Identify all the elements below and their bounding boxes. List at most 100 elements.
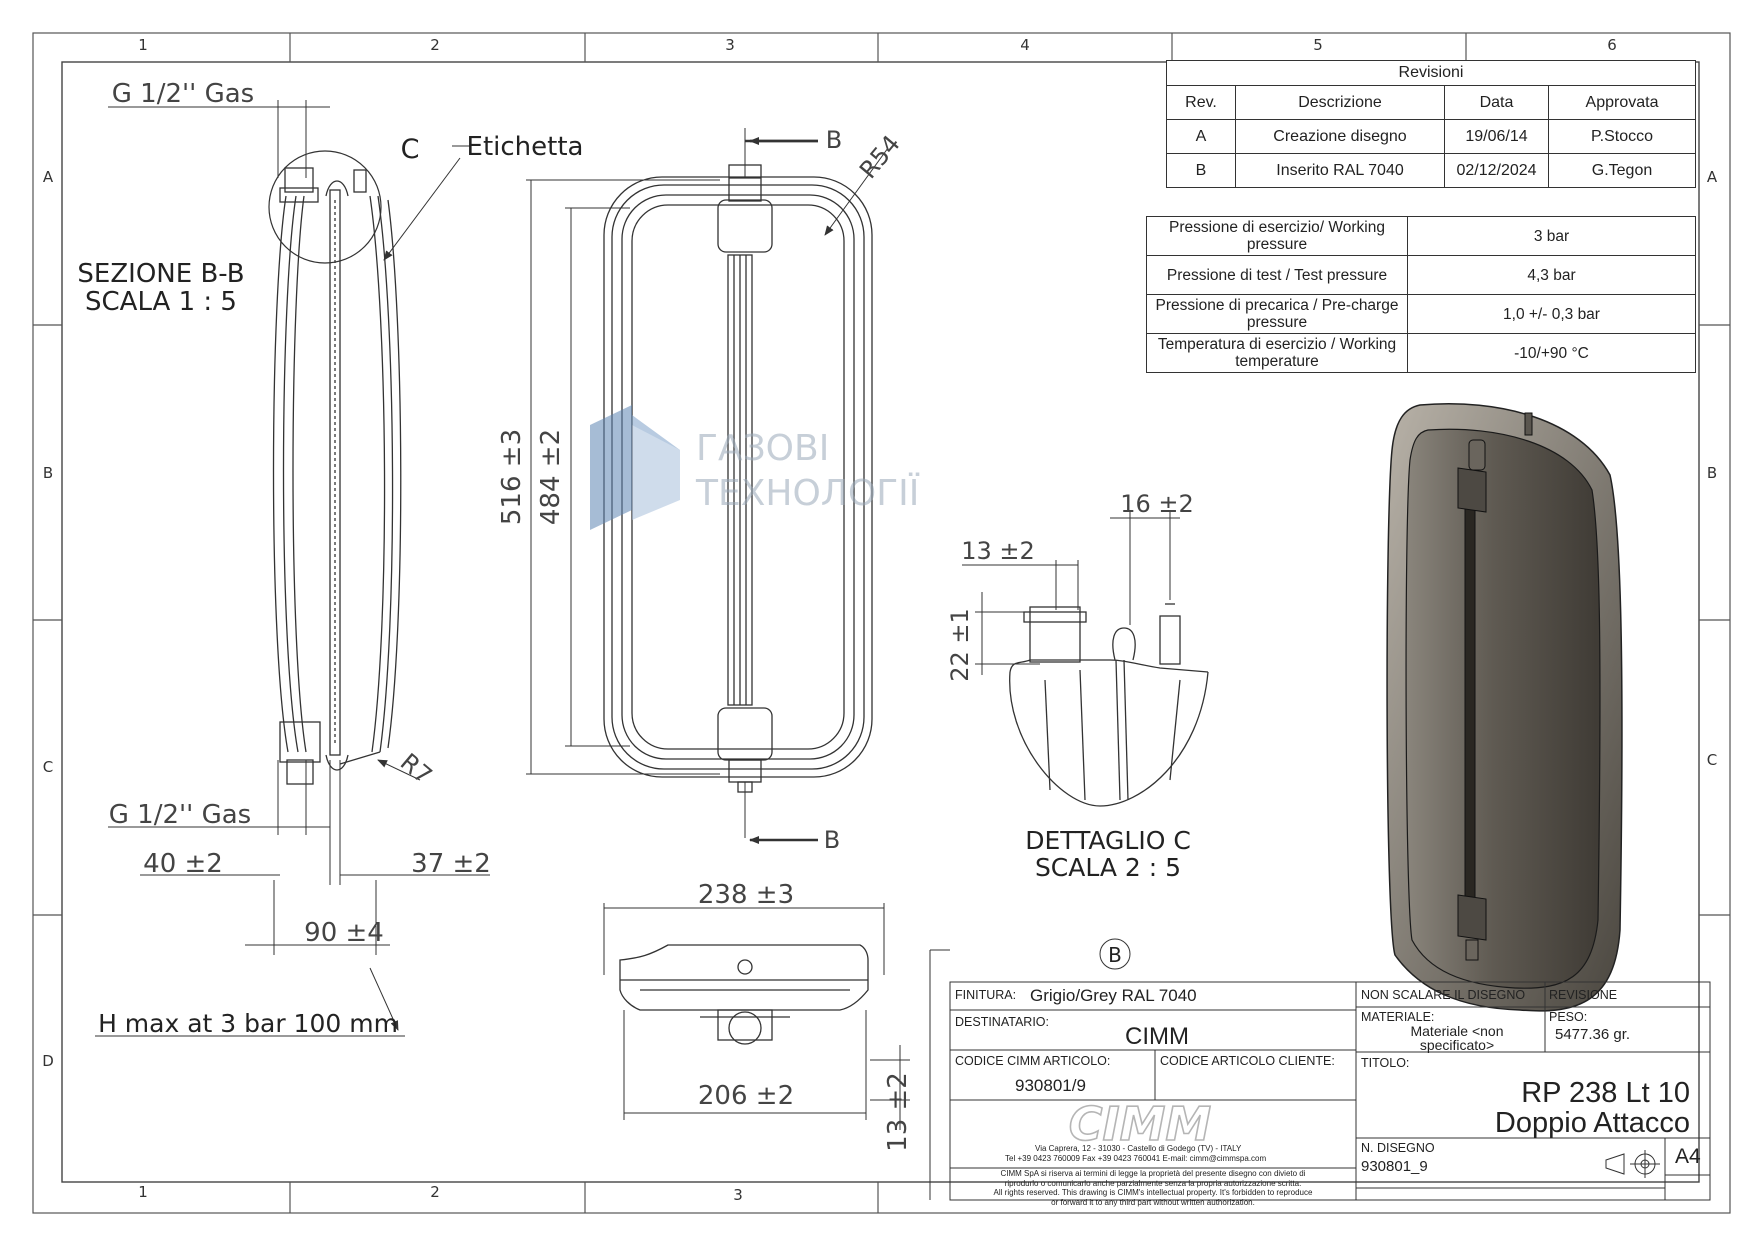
table-row: A Creazione disegno 19/06/14 P.Stocco bbox=[1166, 119, 1696, 154]
grid-row-d: D bbox=[42, 1052, 54, 1070]
codice-cimm-value: 930801/9 bbox=[1015, 1076, 1086, 1095]
section-mark-bottom: B bbox=[824, 826, 840, 854]
rev-cell: 02/12/2024 bbox=[1444, 153, 1549, 188]
grid-row-b-right: B bbox=[1707, 464, 1717, 482]
legal-line3: All rights reserved. This drawing is CIM… bbox=[993, 1188, 1313, 1197]
titolo-line2: Doppio Attacco bbox=[1494, 1107, 1690, 1139]
rev-cell: G.Tegon bbox=[1548, 153, 1696, 188]
address-line2: Tel +39 0423 760009 Fax +39 0423 760041 … bbox=[1005, 1154, 1267, 1163]
revision-circle-label: B bbox=[1108, 943, 1122, 967]
table-row: Pressione di precarica / Pre-charge pres… bbox=[1146, 294, 1696, 334]
section-view bbox=[268, 150, 402, 785]
grid-col-2: 2 bbox=[430, 36, 440, 54]
materiale-label: MATERIALE: bbox=[1361, 1010, 1435, 1024]
etichetta-label: Etichetta bbox=[467, 132, 584, 162]
width-238-label: 238 ±3 bbox=[698, 880, 794, 910]
rev-cell: Inserito RAL 7040 bbox=[1235, 153, 1445, 188]
peso-value: 5477.36 gr. bbox=[1555, 1026, 1631, 1043]
grid-col-3: 3 bbox=[725, 36, 735, 54]
rev-cell: Creazione disegno bbox=[1235, 119, 1445, 154]
grid-col-1: 1 bbox=[138, 36, 148, 54]
dim-40-label: 40 ±2 bbox=[143, 849, 223, 879]
specs-table: Pressione di esercizio/ Working pressure… bbox=[1146, 216, 1696, 373]
non-scalare-label: NON SCALARE IL DISEGNO bbox=[1361, 988, 1526, 1002]
rev-header-approvata: Approvata bbox=[1548, 85, 1696, 120]
grid-row-c-right: C bbox=[1707, 751, 1717, 769]
dim-90-label: 90 ±4 bbox=[304, 918, 384, 948]
section-scale: SCALA 1 : 5 bbox=[85, 287, 237, 317]
title-block-frame bbox=[929, 938, 1711, 1201]
grid-col-1-bottom: 1 bbox=[138, 1183, 148, 1201]
destinatario-label: DESTINATARIO: bbox=[955, 1015, 1049, 1029]
detail-dim-22-label: 22 ±1 bbox=[946, 608, 974, 682]
height-516-label: 516 ±3 bbox=[497, 429, 527, 525]
grid-row-a-right: A bbox=[1707, 168, 1718, 186]
spec-label: Temperatura di esercizio / Working tempe… bbox=[1146, 333, 1408, 373]
spec-value: 4,3 bar bbox=[1407, 255, 1696, 295]
codice-cliente-label: CODICE ARTICOLO CLIENTE: bbox=[1160, 1054, 1335, 1068]
detail-scale: SCALA 2 : 5 bbox=[1035, 853, 1181, 882]
titolo-line1: RP 238 Lt 10 bbox=[1521, 1077, 1690, 1109]
revisione-label: REVISIONE bbox=[1549, 988, 1618, 1002]
radius-r54-label: R54 bbox=[854, 130, 906, 184]
watermark-line2: ТЕХНОЛОГІЇ bbox=[695, 472, 920, 514]
pressure-note: H max at 3 bar 100 mm bbox=[98, 1009, 398, 1038]
bottom-view bbox=[619, 944, 869, 1045]
spec-value: 1,0 +/- 0,3 bar bbox=[1407, 294, 1696, 334]
legal-line4: or forward it to any third part without … bbox=[1051, 1197, 1255, 1207]
detail-dim-16-label: 16 ±2 bbox=[1120, 490, 1194, 518]
table-row: Pressione di esercizio/ Working pressure… bbox=[1146, 216, 1696, 256]
legal-text: CIMM SpA si riserva ai termini di legge … bbox=[968, 1169, 1338, 1207]
grid-row-b: B bbox=[43, 464, 53, 482]
table-row: Pressione di test / Test pressure 4,3 ba… bbox=[1146, 255, 1696, 295]
rev-cell: A bbox=[1166, 119, 1236, 154]
format-label: A4 bbox=[1675, 1145, 1701, 1168]
titolo-label: TITOLO: bbox=[1361, 1056, 1410, 1070]
codice-cimm-label: CODICE CIMM ARTICOLO: bbox=[955, 1054, 1111, 1068]
spec-label: Pressione di precarica / Pre-charge pres… bbox=[1146, 294, 1408, 334]
table-row: Temperatura di esercizio / Working tempe… bbox=[1146, 333, 1696, 373]
destinatario-value: CIMM bbox=[1125, 1023, 1189, 1050]
address-line1: Via Caprera, 12 - 31030 - Castello di Go… bbox=[1035, 1144, 1242, 1153]
sheet-frame bbox=[32, 32, 1731, 1214]
watermark-line1: ГАЗОВІ bbox=[696, 428, 829, 469]
materiale-value: Materiale <non specificato> bbox=[1410, 1023, 1504, 1053]
rev-header-data: Data bbox=[1444, 85, 1549, 120]
cimm-logo-text: CIMM bbox=[1069, 1097, 1211, 1151]
finitura-label: FINITURA: bbox=[955, 988, 1017, 1002]
rev-header-descrizione: Descrizione bbox=[1235, 85, 1445, 120]
detail-view bbox=[1009, 603, 1209, 807]
grid-col-5: 5 bbox=[1313, 36, 1323, 54]
watermark: ГАЗОВІ ТЕХНОЛОГІЇ bbox=[590, 405, 920, 530]
tank-render bbox=[1386, 402, 1623, 1012]
detail-marker-c: C bbox=[401, 134, 420, 165]
grid-col-2-bottom: 2 bbox=[430, 1183, 440, 1201]
dim-37-label: 37 ±2 bbox=[411, 849, 491, 879]
legal-line2: riprodurlo o comunicarlo anche parzialme… bbox=[1004, 1178, 1302, 1188]
section-title: SEZIONE B-B bbox=[77, 259, 244, 289]
rev-cell: P.Stocco bbox=[1548, 119, 1696, 154]
peso-label: PESO: bbox=[1549, 1010, 1588, 1024]
grid-row-c: C bbox=[43, 758, 53, 776]
detail-dim-13-label: 13 ±2 bbox=[961, 537, 1035, 565]
legal-line1: CIMM SpA si riserva ai termini di legge … bbox=[1000, 1169, 1306, 1178]
thread-top-label: G 1/2'' Gas bbox=[112, 79, 254, 109]
revisions-table: Revisioni Rev. Descrizione Data Approvat… bbox=[1166, 60, 1696, 188]
rev-cell: B bbox=[1166, 153, 1236, 188]
rev-header-rev: Rev. bbox=[1166, 85, 1236, 120]
depth-13-label: 13 ±2 bbox=[883, 1072, 913, 1152]
spec-label: Pressione di esercizio/ Working pressure bbox=[1146, 216, 1408, 256]
detail-title: DETTAGLIO C bbox=[1025, 826, 1191, 855]
thread-bottom-label: G 1/2'' Gas bbox=[109, 800, 251, 830]
width-206-label: 206 ±2 bbox=[698, 1081, 794, 1111]
grid-row-a: A bbox=[43, 168, 54, 186]
table-row: B Inserito RAL 7040 02/12/2024 G.Tegon bbox=[1166, 153, 1696, 188]
revisions-caption: Revisioni bbox=[1166, 60, 1696, 86]
finitura-value: Grigio/Grey RAL 7040 bbox=[1030, 986, 1197, 1005]
grid-col-6: 6 bbox=[1607, 36, 1617, 54]
grid-col-3-bottom: 3 bbox=[733, 1186, 743, 1204]
spec-value: 3 bar bbox=[1407, 216, 1696, 256]
grid-col-4: 4 bbox=[1020, 36, 1030, 54]
spec-label: Pressione di test / Test pressure bbox=[1146, 255, 1408, 295]
